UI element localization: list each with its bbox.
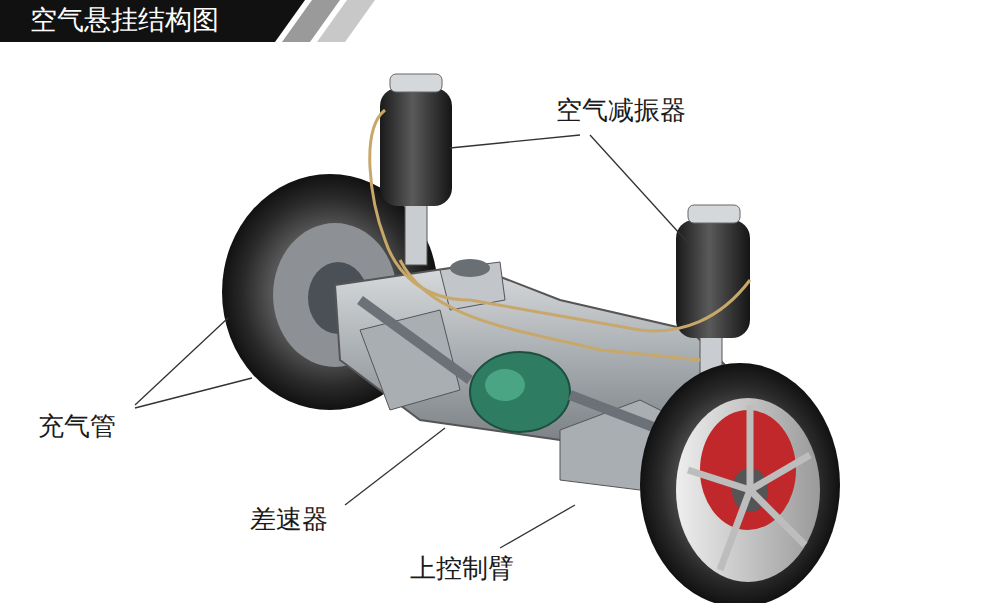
title-band	[0, 0, 305, 42]
differential-highlight	[485, 369, 525, 401]
spring-top	[390, 74, 442, 92]
part-label: 空气减振器	[556, 96, 686, 126]
right-rim	[676, 398, 820, 582]
right-tire	[640, 363, 840, 603]
leader-lines	[135, 135, 690, 548]
part-label: 上控制臂	[410, 554, 514, 584]
differential	[470, 352, 570, 432]
title-text: 空气悬挂结构图	[30, 4, 219, 35]
right-air-spring	[676, 220, 750, 338]
title-stripe	[317, 0, 375, 42]
rim-spokes	[688, 405, 810, 570]
part-label: 差速器	[250, 505, 328, 535]
bushing	[450, 259, 490, 277]
spring-top	[688, 205, 740, 223]
air-line	[400, 260, 700, 360]
part-label: 充气管	[38, 412, 116, 442]
left-air-spring	[380, 88, 452, 206]
drive-shaft	[360, 300, 470, 380]
air-line	[370, 110, 750, 331]
